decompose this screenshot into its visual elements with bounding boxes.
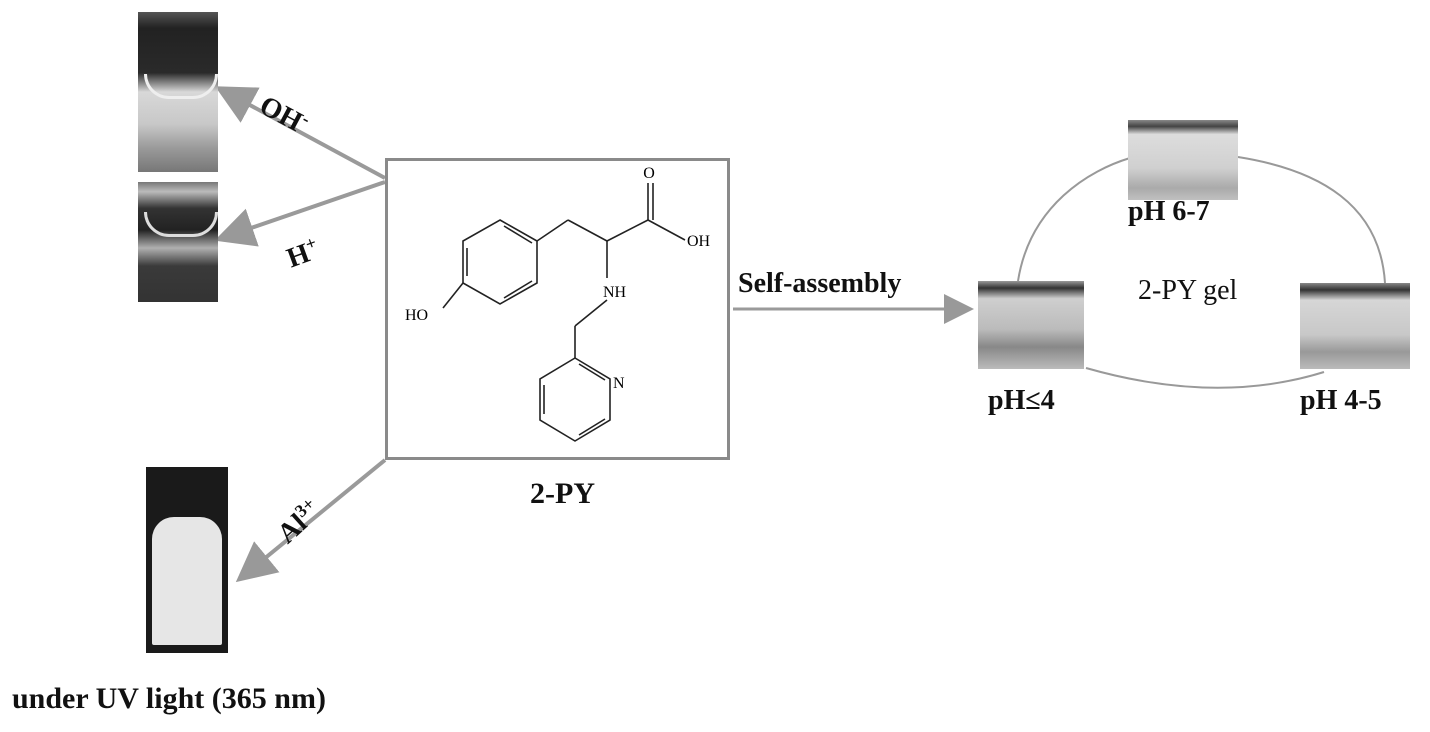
gel-vial-ph45 — [1300, 283, 1410, 369]
vial-meniscus — [144, 212, 218, 237]
molecule-structure: O OH NH HO N — [385, 158, 730, 460]
compound-label: 2-PY — [530, 477, 595, 511]
gel-vial-ph67 — [1128, 120, 1238, 200]
atom-oxygen: O — [643, 165, 655, 182]
uv-glow — [152, 517, 222, 645]
atom-ho: HO — [405, 307, 428, 324]
atom-n: N — [613, 375, 625, 392]
vial-hydroxide — [138, 12, 218, 172]
vial-proton — [138, 182, 218, 302]
self-assembly-label: Self-assembly — [738, 268, 901, 300]
gel-state-ph4: pH≤4 — [988, 385, 1055, 417]
uv-caption: under UV light (365 nm) — [12, 682, 326, 716]
atom-nh: NH — [603, 284, 627, 301]
arrow-h — [222, 182, 385, 238]
gel-state-ph67: pH 6-7 — [1128, 196, 1210, 228]
vial-meniscus — [144, 74, 218, 99]
arrow-oh — [222, 90, 385, 178]
gel-title: 2-PY gel — [1138, 275, 1237, 307]
gel-vial-ph4 — [978, 281, 1084, 369]
vial-uv — [146, 467, 228, 653]
atom-oh: OH — [687, 233, 711, 250]
gel-state-ph45: pH 4-5 — [1300, 385, 1382, 417]
